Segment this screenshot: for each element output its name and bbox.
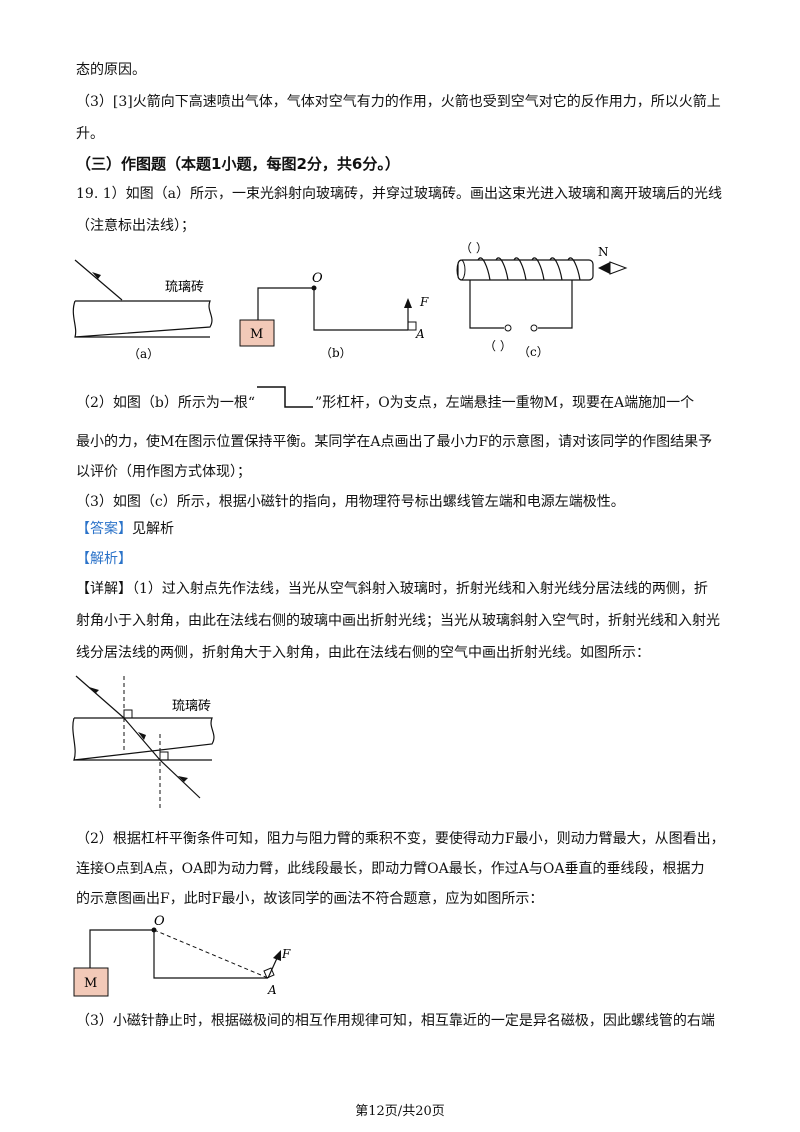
caption-a: （a）: [128, 347, 159, 361]
battery-pole-blank: （ ）: [484, 339, 512, 353]
figure-a-glass-brick: 琉璃砖 （a）: [72, 259, 213, 361]
pivot-label: O: [154, 914, 165, 929]
point-label: A: [415, 327, 425, 341]
detail-text: （3）小磁针静止时，根据磁极间的相互作用规律可知，相互靠近的一定是异名磁极，因此…: [76, 1013, 715, 1029]
q2-suffix: ”形杠杆，O为支点，左端悬挂一重物M，现要在A端施加一个: [315, 395, 695, 411]
weight-label: M: [250, 327, 263, 342]
force-label: F: [419, 295, 429, 309]
detail-text: 的示意图画出F，此时F最小，故该同学的画法不符合题意，应为如图所示：: [76, 891, 544, 907]
answer-tag: 【答案】: [76, 521, 132, 537]
lever-shape-icon: [255, 386, 315, 408]
answer-figure-refraction: 琉璃砖: [72, 675, 215, 808]
page-footer: 第12页/共20页: [355, 1104, 445, 1119]
text-line: 态的原因。: [76, 62, 146, 78]
question-text: 19. 1）如图（a）所示，一束光斜射向玻璃砖，并穿过玻璃砖。画出这束光进入玻璃…: [76, 186, 722, 202]
question-text: （3）如图（c）所示，根据小磁针的指向，用物理符号标出螺线管左端和电源左端极性。: [76, 494, 625, 510]
section-heading: （三）作图题（本题1小题，每图2分，共6分。）: [76, 155, 400, 173]
pivot-label: O: [312, 271, 323, 286]
detail-tag: 【详解】: [76, 581, 132, 597]
detail-text: （2）根据杠杆平衡条件可知，阻力与阻力臂的乘积不变，要使得动力F最小，则动力臂最…: [76, 831, 725, 847]
solenoid-pole-blank: （ ）: [460, 241, 488, 255]
question-text: （注意标出法线）；: [76, 218, 195, 234]
text-line: 升。: [76, 126, 104, 142]
needle-north-label: N: [598, 245, 609, 259]
detail-text: （1）过入射点先作法线，当光从空气斜射入玻璃时，折射光线和入射光线分居法线的两侧…: [132, 581, 708, 597]
glass-label: 琉璃砖: [165, 280, 204, 295]
question-text: 最小的力，使M在图示位置保持平衡。某同学在A点画出了最小力F的示意图，请对该同学…: [76, 434, 713, 450]
glass-label: 琉璃砖: [172, 699, 211, 714]
force-label: F: [281, 947, 291, 961]
point-label: A: [267, 983, 277, 997]
question-text: 以评价（用作图方式体现）；: [76, 464, 251, 480]
detail-text: 射角小于入射角，由此在法线右侧的玻璃中画出折射光线；当光从玻璃斜射入空气时，折射…: [76, 613, 720, 629]
detail-text: 连接O点到A点，OA即为动力臂，此线段最长，即动力臂OA最长，作过A与OA垂直的…: [76, 861, 705, 877]
caption-b: （b）: [320, 346, 352, 360]
answer-line: 【答案】见解析: [76, 519, 174, 539]
analysis-tag: 【解析】: [76, 551, 132, 567]
q2-prefix: （2）如图（b）所示为一根“: [76, 395, 256, 411]
detail-text: 线分居法线的两侧，折射角大于入射角，由此在法线右侧的空气中画出折射光线。如图所示…: [76, 645, 650, 661]
figure-b-lever: M O F A （b）: [239, 271, 429, 360]
text-line: （3）[3]火箭向下高速喷出气体，气体对空气有力的作用，火箭也受到空气对它的反作…: [76, 94, 721, 110]
detail-line: 【详解】（1）过入射点先作法线，当光从空气斜射入玻璃时，折射光线和入射光线分居法…: [76, 579, 708, 599]
figure-c-solenoid: （ ） N （ ） （c）: [456, 241, 628, 359]
weight-label: M: [84, 976, 97, 991]
answer-text: 见解析: [132, 521, 174, 537]
caption-c: （c）: [518, 345, 549, 359]
question-text: （2）如图（b）所示为一根“ ”形杠杆，O为支点，左端悬挂一重物M，现要在A端施加…: [76, 386, 695, 413]
answer-figure-lever: M O F A: [73, 914, 291, 997]
